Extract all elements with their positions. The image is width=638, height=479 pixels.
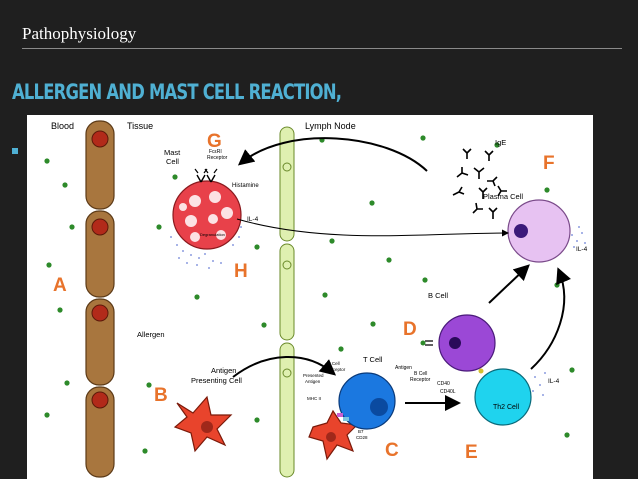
il4-mast-label: IL-4	[247, 216, 259, 223]
presented-label-1: Presented	[303, 373, 324, 378]
lymph-vessel	[279, 126, 295, 478]
mast-cell: Mast Cell FcεRI Receptor Histamine IL-4 …	[164, 148, 259, 269]
letter-d: D	[403, 319, 417, 340]
region-label-tissue: Tissue	[127, 121, 153, 131]
plasma-cell: Plasma Cell IL-4	[483, 192, 588, 263]
region-label-lymph-node: Lymph Node	[305, 121, 356, 131]
letter-g: G	[207, 131, 222, 152]
blood-vessel	[85, 120, 115, 478]
tcr-label-2: Receptor	[327, 367, 346, 372]
th2-cell: CD40 CD40L Th2 Cell IL-4	[437, 368, 560, 426]
t-cell: T Cell T Cell Receptor Presented Antigen…	[303, 355, 396, 461]
bcr-label-1: B Cell	[414, 371, 427, 377]
apc-label-1: Antigen	[211, 366, 236, 375]
arrow-b-cell-to-plasma	[488, 264, 530, 304]
fceri-label-1: FcεRI	[209, 149, 222, 155]
b7-label: B7	[358, 429, 364, 434]
b-cell: B Cell Antigen B Cell Receptor	[395, 291, 496, 383]
letter-f: F	[543, 153, 555, 174]
header-title: Pathophysiology	[22, 24, 137, 43]
mast-cell-label-2: Cell	[166, 157, 179, 166]
tcr-label-1: T Cell	[328, 361, 340, 366]
il4-th2-label: IL-4	[548, 378, 560, 385]
bullet-marker	[12, 148, 18, 154]
allergen-mast-cell-diagram: Blood Tissue Lymph Node Mast Ce	[27, 115, 593, 479]
ige-label: IgE	[495, 138, 506, 147]
b-cell-label: B Cell	[428, 291, 448, 300]
bcr-label-2: Receptor	[410, 377, 431, 383]
slide-header: Pathophysiology	[0, 0, 638, 50]
arrow-il4-to-plasma-cell	[236, 218, 509, 237]
degranulation-label: Degranulation	[200, 232, 225, 237]
cd40-label: CD40	[437, 381, 450, 387]
cd28-label: CD28	[356, 435, 368, 440]
reaction-arrows	[232, 137, 571, 411]
presented-label-2: Antigen	[305, 379, 321, 384]
letter-b: B	[154, 385, 168, 406]
th2-label: Th2 Cell	[493, 404, 520, 411]
step-letters: A B C D E F G H	[53, 131, 555, 463]
ige-antibodies: IgE	[452, 138, 507, 219]
arrow-ige-to-mast-cell	[237, 137, 428, 172]
mhc-label: MHC II	[307, 396, 321, 401]
arrow-th2-to-plasma	[530, 267, 571, 370]
histamine-label: Histamine	[232, 183, 259, 189]
antigen-presenting-cell: Antigen Presenting Cell	[173, 366, 242, 453]
mast-cell-label-1: Mast	[164, 148, 181, 157]
region-label-blood: Blood	[51, 121, 74, 131]
header-divider	[22, 48, 622, 49]
fceri-label-2: Receptor	[207, 155, 228, 161]
t-cell-label: T Cell	[363, 355, 383, 364]
il4-plasma-label: IL-4	[576, 246, 588, 253]
plasma-cell-label: Plasma Cell	[483, 192, 523, 201]
cd40l-label: CD40L	[440, 389, 456, 395]
letter-h: H	[234, 261, 248, 282]
allergen-label: Allergen	[137, 330, 165, 339]
letter-e: E	[465, 442, 478, 463]
apc-label-2: Presenting Cell	[191, 376, 242, 385]
antigen-b-label: Antigen	[395, 365, 412, 371]
arrow-apc-to-t-cell	[232, 356, 337, 378]
slide-title: ALLERGEN AND MAST CELL REACTION,	[12, 80, 342, 104]
letter-a: A	[53, 275, 67, 296]
letter-c: C	[385, 440, 399, 461]
